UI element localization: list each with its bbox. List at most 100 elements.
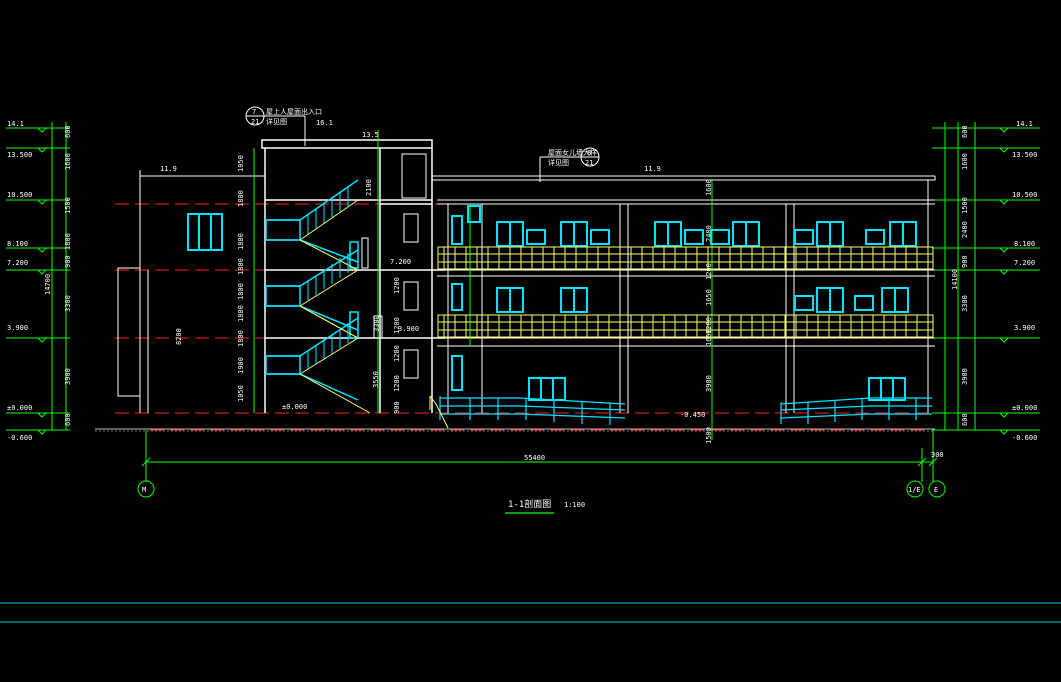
dim-label-total: 14700 [44,274,52,295]
dim-label: 2400 [705,225,713,242]
dim-label: 1050 [237,385,245,402]
dim-label: 1200 [393,317,401,334]
dim-label: 3300 [64,295,72,312]
dim-label: 3300 [961,295,969,312]
frame-bottom-rules [0,602,1061,623]
dim-label: 1600 [961,153,969,170]
axis-label: 1/E [908,486,921,494]
stair-core-openings [361,153,427,379]
level-label-roof: 16.1 [316,119,333,127]
right-level-labels: 14.1 13.500 10.500 8.100 7.200 3.900 ±0.… [1012,120,1037,442]
callout-sheet: 21 [251,118,259,126]
stair-dim-labels: 1050 1800 1800 1800 1800 1800 1800 1900 … [237,155,245,402]
dim-label: 1200 [393,375,401,392]
dim-label: 600 [961,125,969,138]
dim-label: 1500 [961,197,969,214]
overall-dimension [141,430,938,482]
level-label: 8.100 [1014,240,1035,248]
railing-posts [443,247,929,337]
dim-label: 1900 [237,357,245,374]
dim-label: 3300 [373,315,381,332]
dim-label: 1800 [237,233,245,250]
dim-label: 600 [961,413,969,426]
dim-label: 1600 [705,179,713,196]
dim-label: 1650 [705,329,713,346]
dim-label: 1500 [705,427,713,444]
dim-label: 1200 [393,277,401,294]
main-wing-outline [431,175,936,413]
callout-number: 8 [587,149,591,157]
dim-label: 900 [393,401,401,414]
right-dim-labels: 600 1600 1500 2400 900 3300 3900 600 141… [951,125,969,426]
ground-line [95,428,935,432]
windows-ground [451,355,906,401]
stair-balusters [307,187,349,370]
left-dim-labels: 600 1600 1500 1800 900 3300 3900 600 147… [44,125,72,426]
callout-left: 7 21 屋上人屋面出入口 详见图 [245,106,322,146]
level-label: 14.1 [7,120,24,128]
ground-steps-left [429,395,449,429]
level-label: -0.600 [1012,434,1037,442]
left-block-outline [117,170,265,413]
callout-sheet: 21 [585,159,593,167]
drawing-title: 1-1剖面图 1:100 [505,498,585,514]
level-label: ±0.000 [7,404,32,412]
dim-label: 1800 [64,233,72,250]
dim-label: 2400 [961,221,969,238]
left-level-scale [6,122,70,435]
dim-label: 1050 [237,155,245,172]
axis-bubble-m: M [137,480,155,498]
dim-label: 600 [64,125,72,138]
level-label: 13.500 [1012,151,1037,159]
dim-label: 1800 [237,283,245,300]
level-label: 7.200 [7,259,28,267]
dim-label-total: 14100 [951,269,959,290]
dim-label: 600 [64,413,72,426]
dim-label: 1800 [237,258,245,275]
windows-middle [451,283,909,313]
right-level-scale [932,122,1040,435]
main-wing-dim-labels: 1600 2400 1200 1650 1650 1200 3900 1500 [705,179,713,444]
level-label: 3.900 [1014,324,1035,332]
level-label: ±0.000 [1012,404,1037,412]
stair-flights [299,199,371,414]
level-label: 10.500 [1012,191,1037,199]
callout-right: 8 21 屋面女儿墙大样 详见图 [539,147,600,182]
level-label: -0.600 [7,434,32,442]
stair-core-dims [253,130,379,413]
level-label-ground: ±0.000 [282,403,307,411]
callout-text: 屋面女儿墙大样 [548,148,597,157]
level-label-landing: 3.900 [398,325,419,333]
level-label-landing: 7.200 [390,258,411,266]
callout-subtext: 详见图 [266,117,287,126]
dim-label: 1200 [705,317,713,334]
level-label-eave: 11.9 [160,165,177,173]
level-label: 14.1 [1016,120,1033,128]
level-label-roof-stair: 13.5 [362,131,379,139]
callout-subtext: 详见图 [548,158,569,167]
dim-label: 1600 [64,153,72,170]
windows-upper [451,205,917,247]
dim-label: 900 [961,255,969,268]
dim-label: 1200 [393,345,401,362]
dim-label: 3550 [372,371,380,388]
axis-label: E [934,486,938,494]
dim-label: 1800 [237,190,245,207]
dim-label: 1800 [237,305,245,322]
level-label: 3.900 [7,324,28,332]
dim-label: 1500 [64,197,72,214]
dim-label: 8200 [175,328,183,345]
dim-label: 1800 [237,330,245,347]
dim-label: 1200 [705,263,713,280]
left-block-window [187,213,223,251]
level-label-eave: 11.9 [644,165,661,173]
title-scale: 1:100 [564,501,585,509]
overall-length: 55400 [524,454,545,462]
axis-label: M [142,486,146,494]
main-wing-dim-line [469,180,713,440]
level-label: 10.500 [7,191,32,199]
level-label: 7.200 [1014,259,1035,267]
level-label: 8.100 [7,240,28,248]
stair-handrails [265,179,359,401]
level-label-yard: -0.450 [680,411,705,419]
